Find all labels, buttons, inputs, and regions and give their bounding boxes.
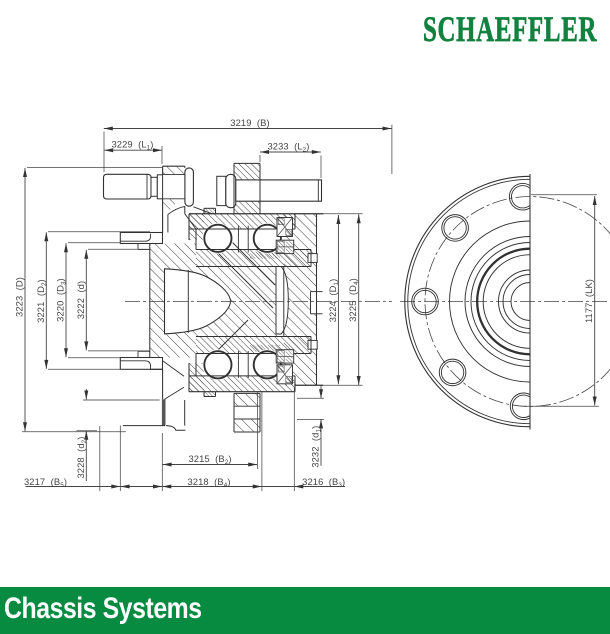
- svg-text:3224 (D1): 3224 (D1): [327, 279, 340, 323]
- svg-text:3218 (B4): 3218 (B4): [187, 476, 230, 489]
- svg-text:3233 (L2): 3233 (L2): [267, 140, 309, 153]
- svg-text:3217 (B5): 3217 (B5): [24, 476, 67, 489]
- svg-text:1177 (LK): 1177 (LK): [583, 279, 594, 323]
- svg-text:3228 (d2): 3228 (d2): [75, 436, 88, 478]
- svg-text:3223 (D): 3223 (D): [14, 277, 25, 317]
- svg-text:3232 (d1): 3232 (d1): [310, 426, 323, 468]
- svg-text:3229 (L1): 3229 (L1): [111, 139, 153, 152]
- svg-text:3222 (d): 3222 (d): [75, 281, 86, 319]
- svg-text:3215 (B2): 3215 (B2): [188, 453, 231, 466]
- svg-text:3221 (D2): 3221 (D2): [35, 279, 48, 323]
- svg-text:3216 (B3): 3216 (B3): [302, 476, 345, 489]
- svg-text:3219 (B): 3219 (B): [230, 117, 269, 128]
- svg-text:3225 (D4): 3225 (D4): [347, 278, 360, 322]
- svg-text:3220 (D3): 3220 (D3): [55, 278, 68, 322]
